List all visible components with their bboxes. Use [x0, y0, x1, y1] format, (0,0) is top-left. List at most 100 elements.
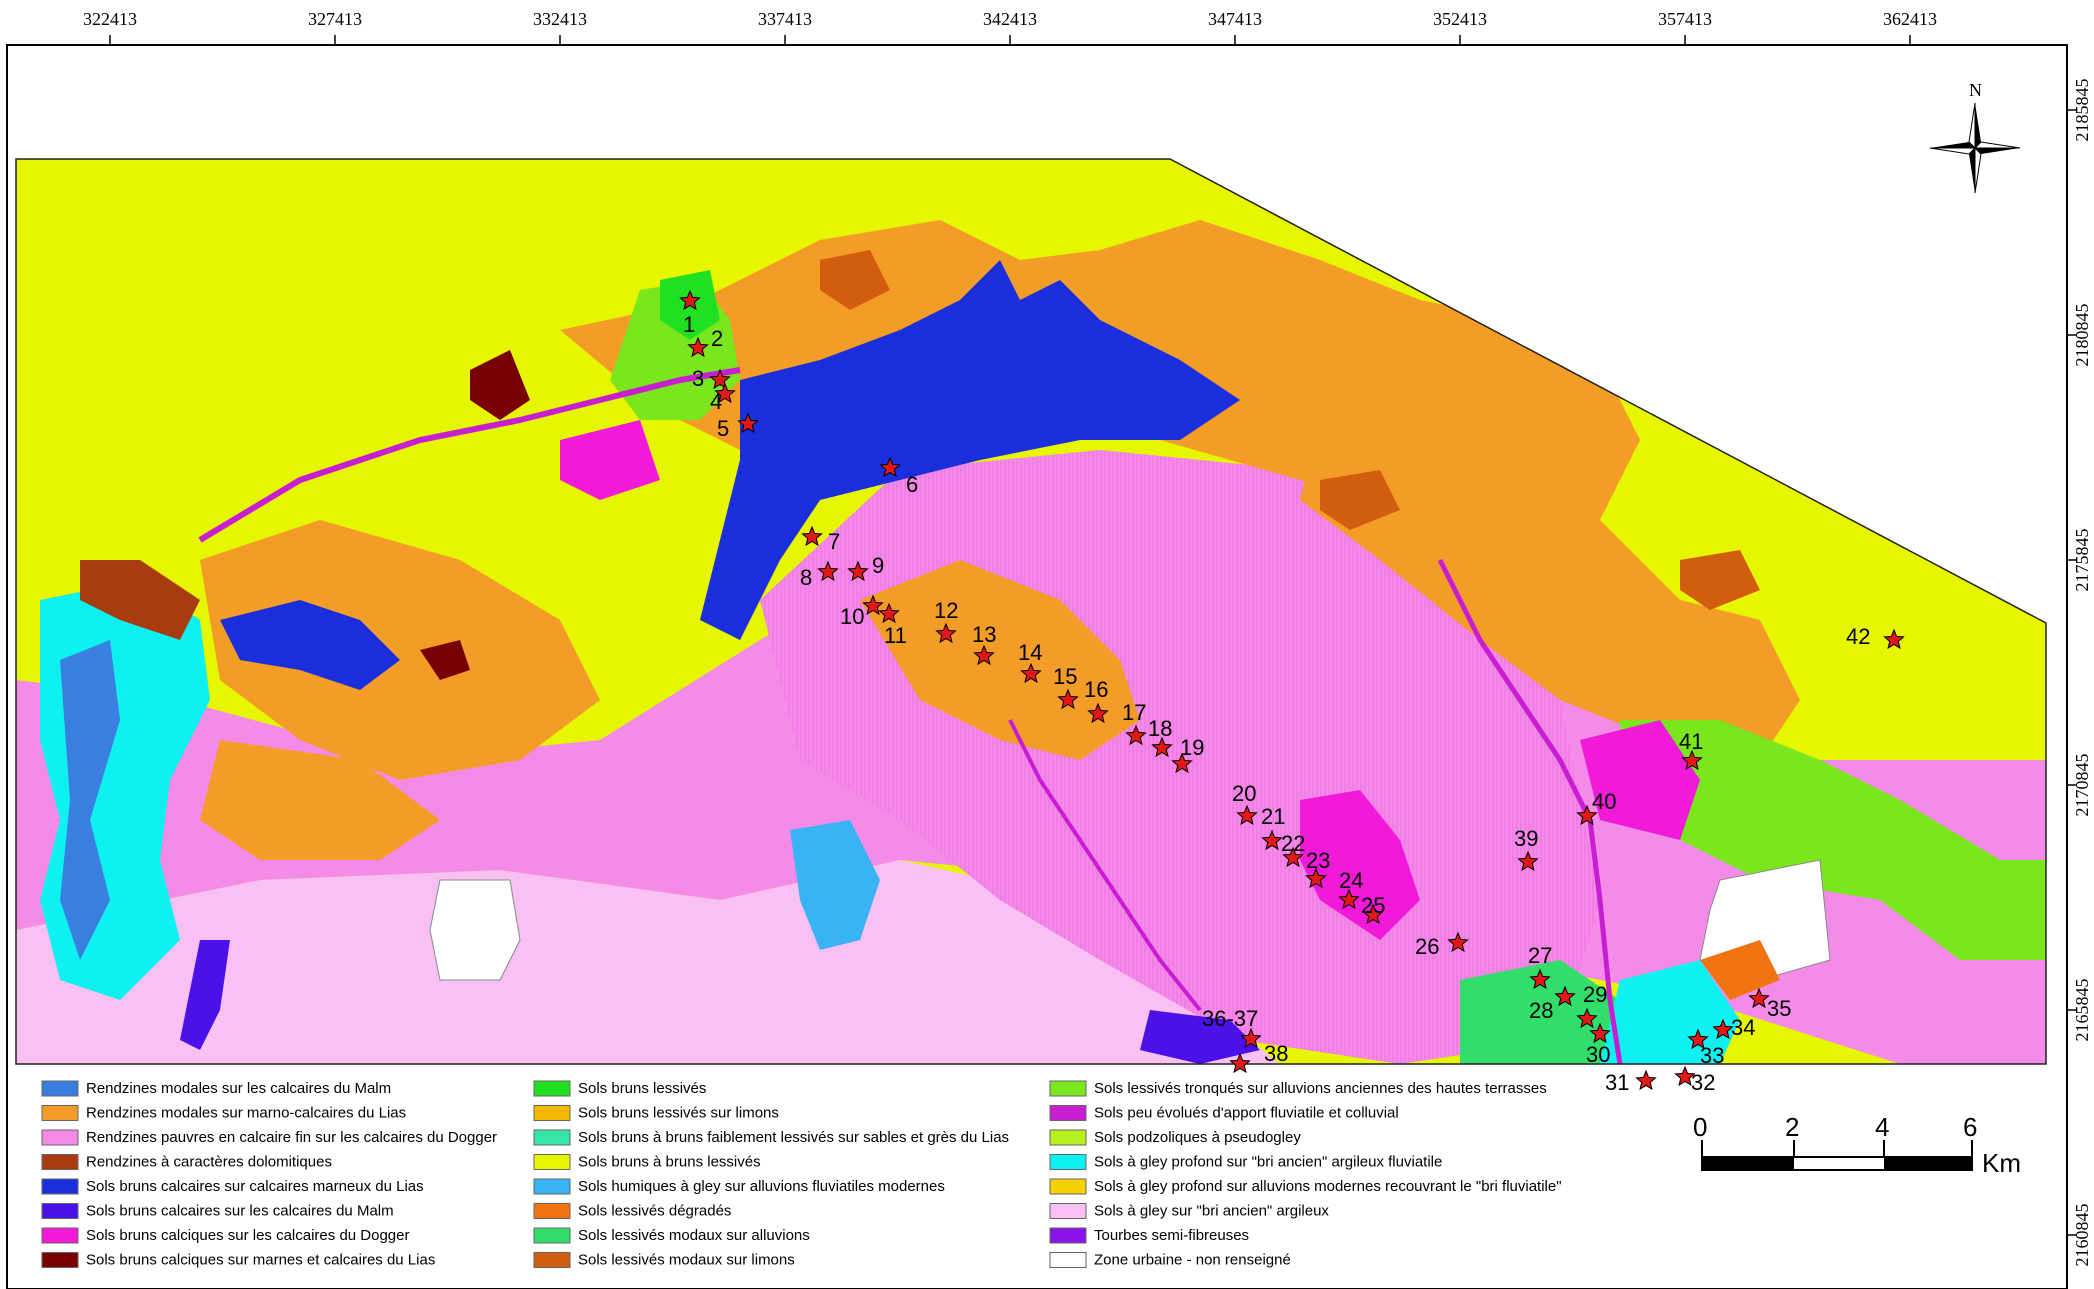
zone-lessive-alluvions-se [1460, 960, 1620, 1064]
site-label: 42 [1846, 624, 1870, 649]
site-label: 16 [1084, 677, 1108, 702]
site-star-icon [679, 289, 701, 311]
legend-swatch [41, 1129, 79, 1146]
legend-swatch [1049, 1105, 1087, 1121]
river-peu-evolue-center [1008, 719, 1202, 1012]
legend-item-label: Sols bruns calcaires sur les calcaires d… [86, 1203, 394, 1220]
site-star-icon [1674, 1065, 1696, 1087]
zone-brun-calcique-dogger-3 [1580, 720, 1700, 840]
site-star-icon [1635, 1069, 1657, 1091]
site-star-icon [1748, 987, 1770, 1009]
site-star-icon [1229, 1052, 1251, 1074]
legend-swatch [41, 1080, 79, 1097]
site-label: 34 [1731, 1015, 1755, 1040]
site-star-icon [1589, 1022, 1611, 1044]
site-label: 28 [1529, 998, 1553, 1023]
y-tick-label: 2165845 [2072, 979, 2092, 1042]
site-label: 7 [828, 529, 840, 554]
scale-bar: 0 2 4 6 Km [1693, 1112, 2021, 1178]
site-label: 24 [1339, 868, 1363, 893]
site-label: 5 [717, 416, 729, 441]
site-label: 2 [711, 326, 723, 351]
x-tick-label: 327413 [308, 9, 362, 29]
site-label: 8 [800, 565, 812, 590]
legend-item-label: Rendzines pauvres en calcaire fin sur le… [86, 1129, 497, 1146]
scale-unit: Km [1982, 1148, 2021, 1178]
y-tick-label: 2160845 [2072, 1204, 2092, 1267]
site-star-icon [862, 594, 884, 616]
legend-item-label: Sols bruns calciques sur les calcaires d… [86, 1227, 410, 1244]
legend-swatch [1049, 1178, 1087, 1195]
zone-rendzine-malm-west [60, 640, 120, 960]
legend-item-label: Sols bruns lessivés sur limons [578, 1105, 779, 1122]
site-star-icon [1020, 662, 1042, 684]
legend-item-label: Zone urbaine - non renseigné [1094, 1252, 1291, 1269]
site-label: 39 [1514, 826, 1538, 851]
x-tick-label: 352413 [1433, 9, 1487, 29]
site-label: 22 [1281, 831, 1305, 856]
zone-lessive-limons-3 [1680, 550, 1760, 610]
zone-brun-calcaire-lias-west [220, 600, 400, 690]
legend: Rendzines modales sur les calcaires du M… [41, 1080, 1562, 1269]
site-label: 18 [1148, 716, 1172, 741]
legend-swatch [41, 1203, 79, 1219]
site-label: 36-37 [1202, 1006, 1258, 1031]
zone-lessive-limons-2 [1320, 470, 1400, 530]
site-star-icon [1681, 749, 1703, 771]
site-label: 29 [1583, 982, 1607, 1007]
y-axis-ticks: 2185845218084521758452170845216584521608… [2067, 79, 2092, 1267]
y-tick-label: 2185845 [2072, 79, 2092, 142]
legend-swatch [1049, 1227, 1087, 1244]
x-tick-label: 322413 [83, 9, 137, 29]
x-tick-label: 332413 [533, 9, 587, 29]
y-tick-label: 2180845 [2072, 304, 2092, 367]
legend-item-label: Sols podzoliques à pseudogley [1094, 1129, 1301, 1146]
site-star-icon [1517, 850, 1539, 872]
zone-rendzine-dolomitique [80, 560, 200, 640]
zone-brun-calcique-marnes-2 [420, 640, 470, 680]
site-label: 20 [1232, 781, 1256, 806]
legend-item-label: Sols bruns lessivés [578, 1080, 706, 1097]
legend-swatch [1049, 1129, 1087, 1146]
site-star-icon [973, 644, 995, 666]
site-label: 17 [1122, 700, 1146, 725]
x-tick-label: 347413 [1208, 9, 1262, 29]
site-star-icon [687, 336, 709, 358]
legend-item-label: Sols lessivés dégradés [578, 1203, 731, 1220]
legend-swatch [41, 1227, 79, 1244]
river-peu-evolue-east [1437, 558, 1623, 1064]
zone-lessive-tronque-east [1620, 720, 2046, 960]
river-peu-evolue-north [198, 367, 741, 543]
north-arrow-icon: N [1929, 80, 2021, 194]
site-label: 26 [1415, 934, 1439, 959]
legend-swatch [41, 1154, 79, 1170]
site-star-icon [817, 560, 839, 582]
site-star-icon [1151, 736, 1173, 758]
map-boundary [15, 158, 2047, 1065]
scale-label-4: 4 [1875, 1112, 1889, 1142]
site-star-icon [1883, 628, 1905, 650]
legend-item-label: Tourbes semi-fibreuses [1094, 1227, 1249, 1244]
legend-swatch [41, 1178, 79, 1195]
zone-tourbes [1140, 1010, 1260, 1064]
zone-brun-calcaire-lias [700, 260, 1240, 640]
zone-brun-calcique-dogger-1 [1300, 790, 1420, 940]
site-star-icon [847, 560, 869, 582]
site-star-icon [1529, 968, 1551, 990]
legend-item-label: Sols humiques à gley sur alluvions fluvi… [578, 1178, 945, 1195]
site-star-icon [1171, 752, 1193, 774]
legend-item-label: Rendzines à caractères dolomitiques [86, 1154, 332, 1171]
site-label: 6 [906, 472, 918, 497]
legend-swatch [533, 1080, 571, 1097]
legend-item-label: Sols lessivés tronqués sur alluvions anc… [1094, 1080, 1547, 1097]
site-star-icon [1305, 867, 1327, 889]
site-star-icon [1125, 724, 1147, 746]
site-star-icon [1687, 1028, 1709, 1050]
site-star-icon [878, 602, 900, 624]
x-tick-label: 357413 [1658, 9, 1712, 29]
zone-brun-calcique-dogger-2 [560, 420, 660, 500]
legend-swatch [533, 1227, 571, 1244]
legend-swatch [1049, 1080, 1087, 1097]
